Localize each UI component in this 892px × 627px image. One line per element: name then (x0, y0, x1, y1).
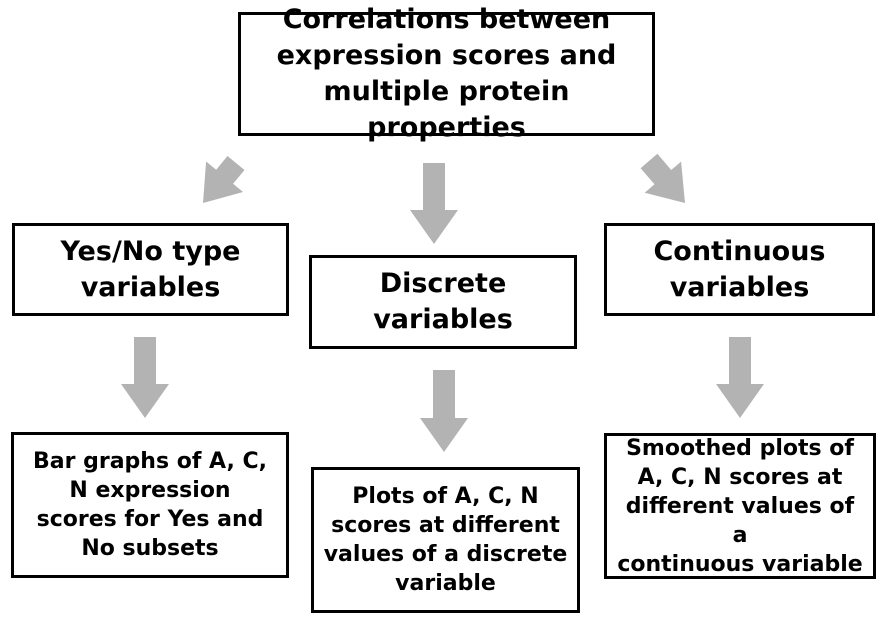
category-box-continuous: Continuous variables (604, 223, 875, 316)
arrow-root-to-continuous-icon (640, 153, 685, 203)
arrow-discrete-to-result-icon (420, 370, 468, 452)
arrow-continuous-to-result-icon (716, 337, 764, 418)
category-label-discrete: Discrete variables (373, 268, 513, 335)
result-label-yesno: Bar graphs of A, C, N expression scores … (32, 449, 268, 561)
result-box-yesno: Bar graphs of A, C, N expression scores … (11, 432, 289, 578)
result-label-continuous: Smoothed plots of A, C, N scores at diff… (617, 435, 863, 577)
root-box: Correlations between expression scores a… (238, 4, 655, 143)
arrow-root-to-discrete-icon (410, 163, 458, 244)
category-label-yesno: Yes/No type variables (60, 235, 241, 303)
root-label: Correlations between expression scores a… (276, 4, 617, 143)
result-label-discrete: Plots of A, C, N scores at different val… (323, 484, 568, 596)
arrow-yesno-to-result-icon (121, 337, 169, 418)
category-box-yesno: Yes/No type variables (12, 223, 289, 316)
arrow-root-to-yesno-icon (203, 156, 245, 203)
result-box-discrete: Plots of A, C, N scores at different val… (311, 467, 580, 613)
category-box-discrete: Discrete variables (309, 255, 577, 349)
result-box-continuous: Smoothed plots of A, C, N scores at diff… (604, 433, 876, 579)
category-label-continuous: Continuous variables (653, 235, 826, 303)
